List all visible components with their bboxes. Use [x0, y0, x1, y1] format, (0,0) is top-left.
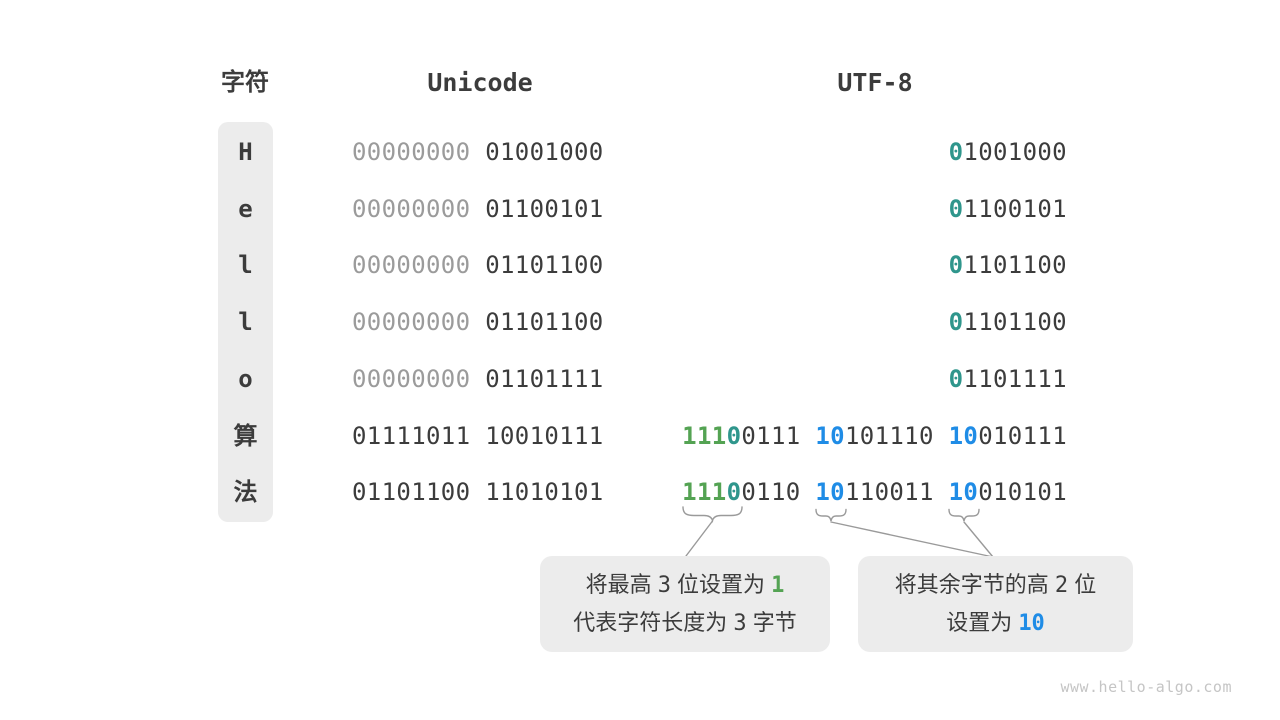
callout-line: 将其余字节的高 2 位 — [895, 566, 1097, 604]
row-unicode-bits: 00000000 01101100 — [352, 307, 604, 337]
row-unicode-bits: 00000000 01101100 — [352, 250, 604, 280]
text-segment-blue: 10 — [948, 478, 979, 507]
row-utf8-bits: 01101111 — [949, 364, 1067, 394]
text-segment-teal: 0 — [948, 308, 964, 337]
text-segment-gray: 00000000 — [352, 194, 471, 223]
row-utf8-bits: 11100110 10110011 10010101 — [682, 477, 1067, 507]
text-segment-teal: 0 — [948, 251, 964, 280]
row-utf8-bits: 01001000 — [949, 137, 1067, 167]
text-segment-dark: 010101 — [978, 478, 1067, 507]
text-segment-dark: 01111011 10010111 — [352, 421, 604, 450]
text-segment-dark: 01001000 — [470, 138, 604, 166]
row-unicode-bits: 00000000 01001000 — [352, 137, 604, 167]
row-character: 算 — [233, 421, 258, 450]
text-segment-teal: 0 — [948, 194, 964, 223]
text-segment-cjk: 字节 — [746, 610, 797, 635]
text-segment-dark: 1001000 — [963, 138, 1067, 166]
text-segment-dark: 01101100 — [470, 251, 604, 280]
text-segment-gray: 00000000 — [352, 364, 471, 393]
leader-line-10-second — [963, 521, 994, 558]
header-unicode-column: Unicode — [427, 68, 533, 97]
text-segment-dark: 01101100 — [470, 308, 604, 337]
text-segment-dark: 101110 — [844, 421, 949, 450]
leader-line-1110 — [685, 520, 714, 557]
text-segment-cjk: 位设置为 — [670, 572, 772, 597]
text-segment-cjk: 位 — [1068, 572, 1097, 597]
character-column-background — [218, 122, 273, 522]
row-character: e — [238, 194, 253, 223]
header-char-column: 字符 — [221, 69, 269, 96]
header-utf8-column: UTF-8 — [837, 68, 913, 97]
text-segment-dark: 1101111 — [963, 364, 1067, 393]
text-segment-gray: 00000000 — [352, 138, 471, 166]
text-segment-green: 111 — [682, 421, 727, 450]
row-utf8-bits: 01101100 — [949, 307, 1067, 337]
underbrace-10-second — [948, 508, 980, 522]
callout-line: 设置为 10 — [946, 604, 1045, 642]
row-unicode-bits: 00000000 01100101 — [352, 194, 604, 224]
text-segment-dark: 01101111 — [470, 364, 604, 393]
text-segment-dark: 010111 — [978, 421, 1067, 450]
row-unicode-bits: 01111011 10010111 — [352, 421, 604, 451]
underbrace-1110 — [682, 506, 743, 524]
row-character: o — [238, 364, 253, 393]
row-unicode-bits: 01101100 11010101 — [352, 477, 604, 507]
text-segment-gray: 00000000 — [352, 308, 471, 337]
row-unicode-bits: 00000000 01101111 — [352, 364, 604, 394]
callout-line: 将最高 3 位设置为 1 — [586, 566, 785, 604]
text-segment-blue: 10 — [948, 421, 979, 450]
text-segment-teal: 0 — [726, 421, 742, 450]
row-character: l — [238, 251, 253, 280]
text-segment-dark: 1101100 — [963, 251, 1067, 280]
text-segment-dark: 0110 — [741, 478, 816, 507]
text-segment-num: 2 — [1054, 573, 1069, 598]
text-segment-cjk: 代表字符长度为 — [573, 610, 734, 635]
text-segment-dark: 110011 — [844, 478, 949, 507]
text-segment-teal: 0 — [948, 364, 964, 393]
text-segment-cjk: 将其余字节的高 — [894, 572, 1055, 597]
text-segment-green: 1 — [771, 573, 785, 598]
row-utf8-bits: 01101100 — [949, 250, 1067, 280]
watermark: www.hello-algo.com — [1060, 678, 1232, 696]
text-segment-cjk: 将最高 — [585, 572, 658, 597]
row-utf8-bits: 11100111 10101110 10010111 — [682, 421, 1067, 451]
text-segment-gray: 00000000 — [352, 251, 471, 280]
text-segment-cjk: 设置为 — [946, 610, 1019, 635]
callout-continuation-bits: 将其余字节的高 2 位 设置为 10 — [858, 556, 1133, 652]
text-segment-teal: 0 — [726, 478, 742, 507]
text-segment-blue: 10 — [1018, 611, 1045, 636]
text-segment-blue: 10 — [815, 478, 845, 507]
callout-high-bits: 将最高 3 位设置为 1 代表字符长度为 3 字节 — [540, 556, 830, 652]
text-segment-num: 3 — [657, 573, 671, 598]
text-segment-dark: 1101100 — [963, 308, 1067, 337]
row-character: 法 — [233, 478, 258, 507]
callout-line: 代表字符长度为 3 字节 — [573, 604, 797, 642]
text-segment-num: 3 — [733, 611, 747, 636]
row-character: H — [238, 138, 253, 166]
row-utf8-bits: 01100101 — [949, 194, 1067, 224]
text-segment-green: 111 — [682, 478, 727, 507]
underbrace-10-first — [815, 508, 847, 522]
text-segment-teal: 0 — [948, 138, 964, 166]
text-segment-dark: 01100101 — [470, 194, 604, 223]
text-segment-dark: 1100101 — [963, 194, 1067, 223]
leader-line-10-first — [830, 521, 994, 558]
row-character: l — [238, 308, 253, 337]
text-segment-blue: 10 — [815, 421, 845, 450]
text-segment-dark: 0111 — [741, 421, 816, 450]
text-segment-dark: 01101100 11010101 — [352, 478, 604, 507]
